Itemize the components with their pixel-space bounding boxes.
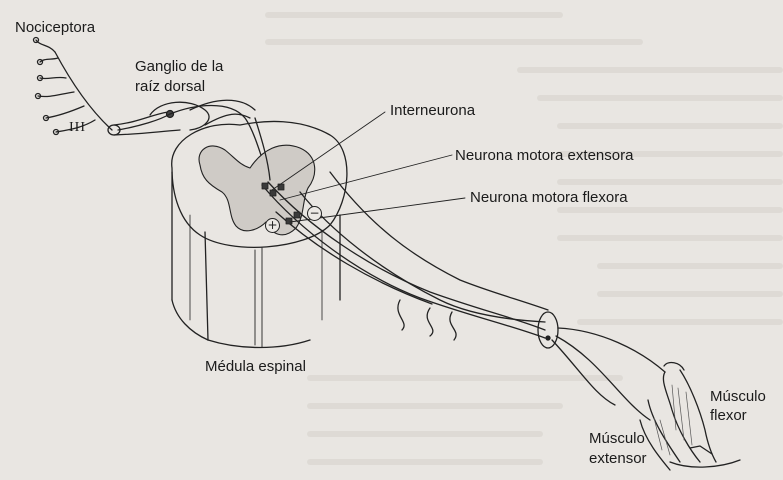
extensor-muscle-label-line2: extensor [589,450,647,467]
inhibitory-sign: − [307,206,322,221]
limb-muscles [639,361,741,471]
flexor-muscle-label-line1: Músculo [710,388,766,405]
nociceptor-label: Nociceptora [15,19,96,36]
excitatory-sign: + [265,218,280,233]
flexor-muscle-label-line2: flexor [710,407,747,424]
peripheral-nerve [254,117,559,349]
synapses [261,182,301,225]
interneuron-label: Interneurona [390,102,476,119]
muscle-nerves [551,327,666,421]
ganglion-label-line1: Ganglio de la [135,58,224,75]
dorsal-root [107,99,271,183]
extensor-muscle-label-line1: Músculo [589,430,645,447]
gray-matter [198,144,316,236]
flexor-motor-neuron-label: Neurona motora flexora [470,189,628,206]
fiber-type-label: III [69,120,86,135]
spinal-cord-label: Médula espinal [205,358,306,375]
ganglion-label-line2: raíz dorsal [135,78,206,95]
extensor-motor-neuron-label: Neurona motora extensora [455,147,634,164]
spinal-cord [171,120,348,349]
nociceptor-endings [32,36,113,136]
